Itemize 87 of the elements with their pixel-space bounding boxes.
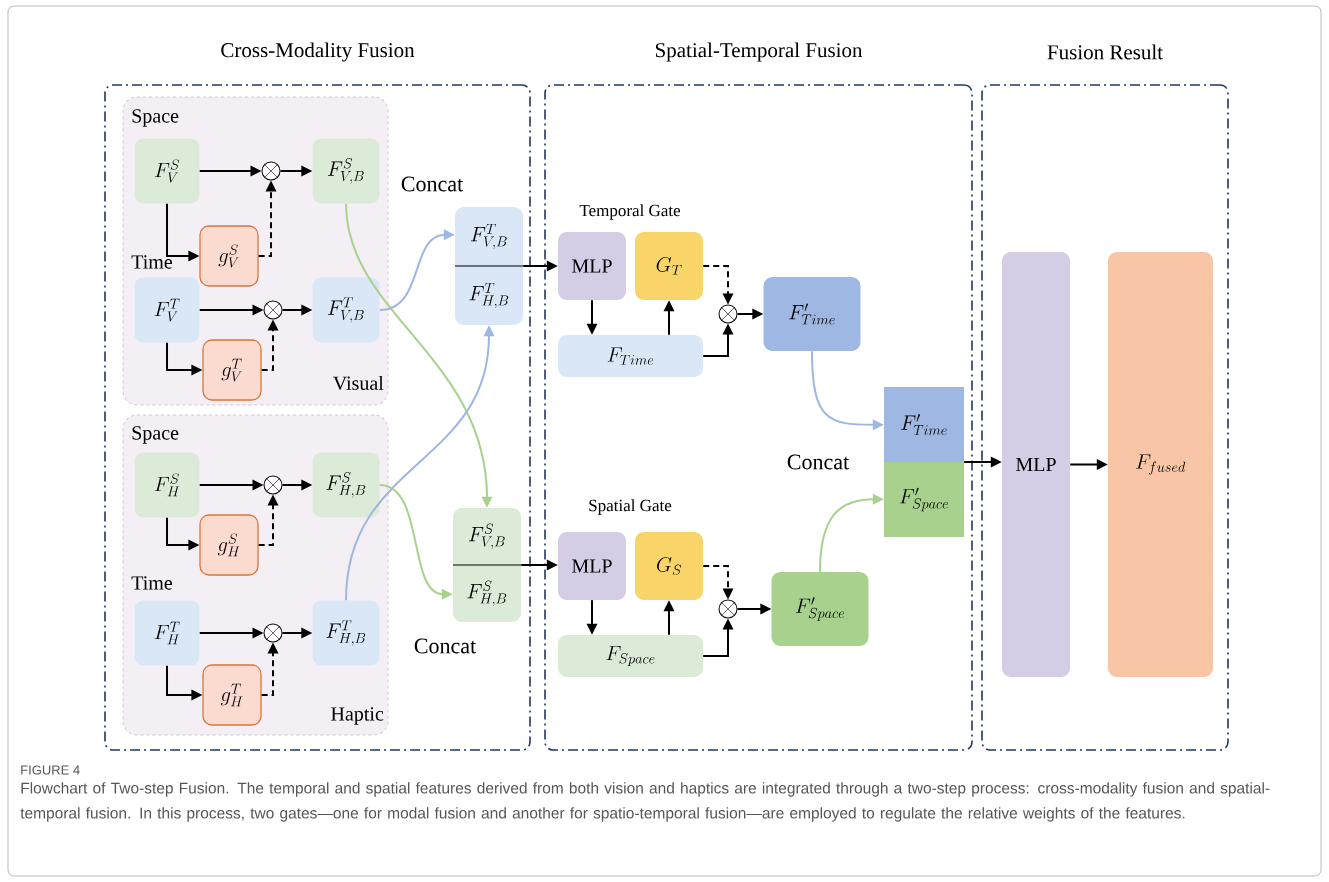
arrow	[1069, 459, 1108, 470]
feature-box: $F_{V,B}^{T}$	[312, 277, 380, 343]
curved-arrow	[378, 484, 453, 600]
feature-box: $F'_{Time}$	[763, 277, 861, 351]
gate-box: $g_{V}^{S}$	[199, 225, 259, 287]
arrow	[166, 202, 200, 262]
mlp-box: MLP	[558, 232, 626, 300]
multiply-symbol	[718, 304, 738, 324]
curved-arrow	[345, 325, 495, 602]
figure-number: FIGURE 4	[21, 765, 80, 775]
feature-box: $F_{V}^{T}$	[134, 277, 200, 343]
group-label: Haptic	[331, 707, 384, 725]
feature-box: $F_{Time}$	[558, 335, 703, 377]
multiply-symbol	[263, 475, 283, 495]
panel-title: Cross-Modality Fusion	[221, 42, 415, 62]
feature-box: $F_{H,B}^{T}$	[312, 600, 380, 666]
curved-arrow	[378, 229, 455, 311]
group-label: Space	[132, 426, 179, 444]
dashed-arrow	[260, 319, 279, 371]
dashed-arrow	[702, 265, 734, 305]
gate-box: $g_{H}^{T}$	[202, 664, 262, 726]
arrow	[198, 165, 262, 177]
feature-box: $G_{S}$	[635, 532, 703, 600]
arrow	[586, 599, 598, 635]
arrow	[586, 299, 598, 335]
arrow	[702, 618, 734, 657]
feature-box: $F_{H,B}^{S}$	[312, 452, 380, 518]
node-label: $F_{V,B}^{S}$	[468, 523, 505, 550]
arrow	[281, 627, 313, 639]
arrow	[963, 456, 1002, 468]
curved-arrow	[345, 202, 493, 508]
panel-title: Fusion Result	[1047, 44, 1163, 60]
arrow	[279, 165, 313, 177]
concat-box: $F'_{Time}$ $F'_{Space}$	[884, 387, 964, 537]
group-label: Time	[131, 576, 173, 590]
concat-label: Concat	[787, 454, 850, 470]
concat-box: $F_{V,B}^{S}$ $F_{H,B}^{S}$	[452, 508, 522, 622]
dashed-arrow	[702, 565, 734, 600]
curved-arrow	[819, 493, 884, 573]
node-label: $F_{H,B}^{S}$	[467, 580, 507, 607]
node-label: $F_{H,B}^{T}$	[469, 282, 509, 309]
arrow	[281, 479, 313, 491]
multiply-symbol	[263, 623, 283, 643]
arrow	[520, 559, 558, 571]
multiply-symbol	[261, 161, 281, 181]
feature-box: $F_{H}^{S}$	[134, 452, 200, 518]
feature-box: $F_{fused}$	[1108, 252, 1213, 677]
dashed-arrow	[257, 494, 279, 546]
arrow	[198, 479, 264, 491]
arrow	[166, 341, 203, 376]
feature-box: $G_{T}$	[635, 232, 703, 300]
feature-box: $F_{Space}$	[558, 635, 703, 677]
arrow	[736, 603, 772, 615]
arrow	[702, 323, 734, 357]
feature-box: $F_{H}^{T}$	[134, 600, 200, 666]
feature-box: $F'_{Space}$	[771, 572, 869, 646]
caption: Flowchart of Two-step Fusion. The temporal and spatial features derived from both vision and haptics are integrated through a two-step process: cross-modality fusion and spatial-temporal fusion. In this process, two gates—one for modal fusion and another for spatio-temporal fusion—are employed to regulate the relative weights of the features.	[20, 782, 1270, 822]
arrow	[198, 304, 264, 316]
gate-box: $g_{V}^{T}$	[202, 339, 262, 401]
gate-box: $g_{H}^{S}$	[199, 514, 259, 576]
arrow	[663, 300, 675, 336]
dashed-arrow	[260, 642, 279, 696]
group-label: Time	[131, 255, 173, 269]
arrow	[166, 516, 200, 551]
multiply-symbol	[718, 599, 738, 619]
gate-title: Temporal Gate	[579, 204, 681, 220]
feature-box: $F_{V,B}^{S}$	[312, 138, 380, 204]
group-label: Visual	[333, 375, 384, 391]
mlp-box: MLP	[1002, 252, 1070, 677]
gate-title: Spatial Gate	[589, 499, 672, 515]
feature-box: $F_{V}^{S}$	[134, 138, 200, 204]
panel-title: Spatial-Temporal Fusion	[655, 42, 863, 62]
concat-label: Concat	[401, 176, 464, 192]
concat-label: Concat	[414, 638, 477, 654]
mlp-box: MLP	[558, 532, 626, 600]
multiply-symbol	[263, 300, 283, 320]
group-label: Space	[132, 109, 179, 127]
concat-box: $F_{V,B}^{T}$ $F_{H,B}^{T}$	[454, 207, 524, 325]
arrow	[522, 260, 558, 272]
arrow	[736, 308, 764, 320]
node-label: $F_{V,B}^{T}$	[470, 223, 507, 250]
curved-arrow	[811, 350, 884, 431]
dashed-arrow	[257, 180, 277, 257]
arrow	[166, 664, 203, 701]
arrow	[198, 627, 264, 639]
arrow	[281, 304, 313, 316]
arrow	[663, 600, 675, 636]
